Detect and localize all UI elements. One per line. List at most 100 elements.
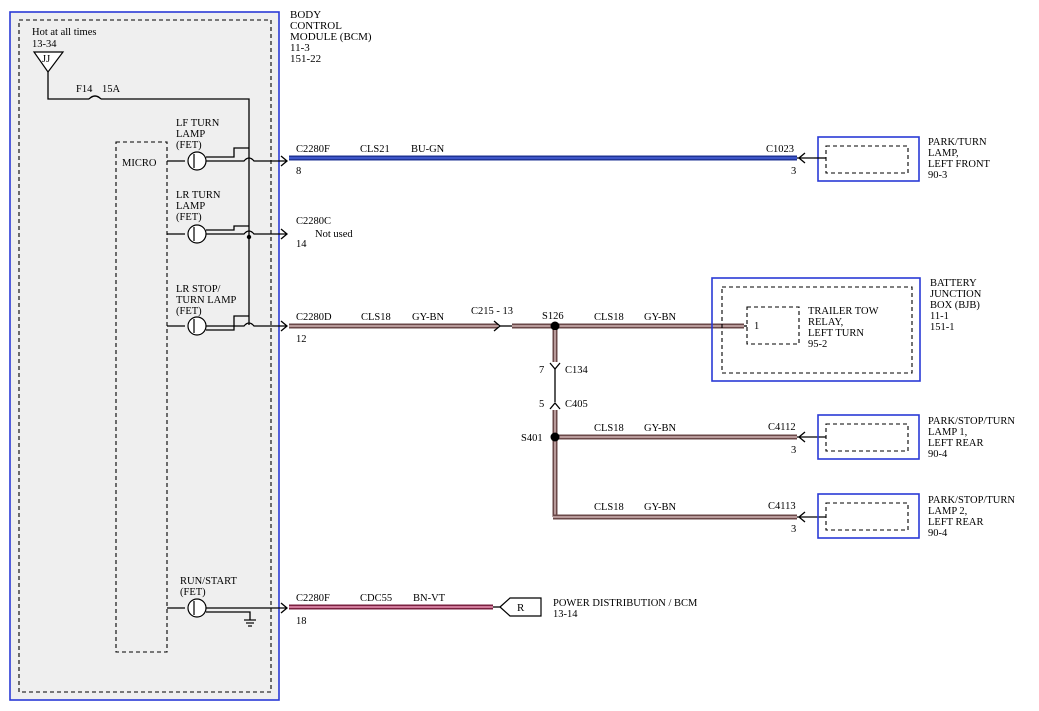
c2280f-18-arrow-icon [280, 602, 289, 614]
lf-connector: C2280F [296, 144, 330, 155]
bcm-title: BODY CONTROL MODULE (BCM) 11-3 151-22 [290, 9, 372, 65]
svg-text:TRAILER TOW: TRAILER TOW [808, 306, 879, 317]
s126-label: S126 [542, 311, 564, 322]
svg-text:(FET): (FET) [176, 306, 202, 317]
power-source-triangle-icon [32, 51, 65, 74]
svg-text:PARK/TURN: PARK/TURN [928, 137, 987, 148]
run-circuit: CDC55 [360, 593, 392, 604]
run-start-fet-label: RUN/START (FET) [180, 576, 237, 598]
fuse-rating: 15A [102, 84, 121, 95]
s401-splice-dot [550, 432, 560, 442]
c405-pin: 5 [539, 399, 544, 410]
svg-text:(FET): (FET) [180, 587, 206, 598]
run-pin: 18 [296, 616, 307, 627]
run-wire-color: BN-VT [413, 593, 446, 604]
rear-lamp-1-label: PARK/STOP/TURN LAMP 1, LEFT REAR 90-4 [928, 416, 1015, 460]
lr-stop-connector: C2280D [296, 312, 332, 323]
lr-stop-wire-color-2: GY-BN [644, 312, 677, 323]
lf-turn-fet-label: LF TURN LAMP (FET) [176, 118, 220, 151]
svg-text:90-3: 90-3 [928, 170, 947, 181]
run-ref-letter: R [517, 602, 525, 614]
svg-text:BODY: BODY [290, 9, 321, 21]
park-turn-lamp-lf-label: PARK/TURN LAMP, LEFT FRONT 90-3 [928, 137, 991, 181]
svg-text:LAMP,: LAMP, [928, 148, 959, 159]
lr-stop-circuit-2: CLS18 [594, 312, 624, 323]
power-distribution-ref-icon [499, 597, 542, 617]
c2280f-8-arrow-icon [280, 155, 289, 167]
svg-text:151-22: 151-22 [290, 53, 321, 65]
lr-stop-wire-color: GY-BN [412, 312, 445, 323]
rear2-wire-color: GY-BN [644, 502, 677, 513]
c134-label: C134 [565, 365, 589, 376]
s126-splice-dot [550, 321, 560, 331]
rear-lamp-2-label: PARK/STOP/TURN LAMP 2, LEFT REAR 90-4 [928, 495, 1015, 539]
c405-label: C405 [565, 399, 588, 410]
fuse-icon [88, 95, 102, 100]
lr-stop-fet-label: LR STOP/ TURN LAMP (FET) [176, 284, 237, 317]
svg-text:LR TURN: LR TURN [176, 190, 221, 201]
svg-text:LEFT REAR: LEFT REAR [928, 517, 984, 528]
svg-text:(FET): (FET) [176, 140, 202, 151]
trailer-tow-relay-label: TRAILER TOW RELAY, LEFT TURN 95-2 [808, 306, 879, 350]
fuse-label: F14 [76, 84, 93, 95]
svg-text:JUNCTION: JUNCTION [930, 289, 982, 300]
hot-connector: JJ [42, 54, 50, 65]
rear1-circuit: CLS18 [594, 423, 624, 434]
svg-text:90-4: 90-4 [928, 449, 948, 460]
svg-text:RELAY,: RELAY, [808, 317, 843, 328]
svg-text:PARK/STOP/TURN: PARK/STOP/TURN [928, 495, 1015, 506]
c2280d-12-arrow-icon [280, 320, 289, 332]
lr-turn-pin: 14 [296, 239, 307, 250]
lf-wire-color: BU-GN [411, 144, 445, 155]
svg-text:BATTERY: BATTERY [930, 278, 977, 289]
lr-turn-note: Not used [315, 229, 353, 240]
power-distribution-label: POWER DISTRIBUTION / BCM 13-14 [553, 598, 698, 620]
svg-text:(FET): (FET) [176, 212, 202, 223]
wire-vertical-rear [552, 330, 797, 520]
svg-text:LEFT FRONT: LEFT FRONT [928, 159, 991, 170]
svg-text:90-4: 90-4 [928, 528, 948, 539]
lr-stop-circuit: CLS18 [361, 312, 391, 323]
svg-text:11-1: 11-1 [930, 311, 949, 322]
lr-stop-pin: 12 [296, 334, 307, 345]
bjb-label: BATTERY JUNCTION BOX (BJB) 11-1 151-1 [930, 278, 982, 333]
svg-text:TURN LAMP: TURN LAMP [176, 295, 237, 306]
svg-text:151-1: 151-1 [930, 322, 955, 333]
micro-label: MICRO [122, 158, 157, 169]
svg-text:LEFT TURN: LEFT TURN [808, 328, 864, 339]
rear-lamp-1-box [817, 414, 920, 460]
c2280c-14-arrow-icon [280, 228, 289, 240]
svg-text:LR STOP/: LR STOP/ [176, 284, 221, 295]
svg-text:LAMP: LAMP [176, 201, 205, 212]
run-connector: C2280F [296, 593, 330, 604]
rear-lamp-2-box [817, 493, 920, 539]
svg-text:LAMP 2,: LAMP 2, [928, 506, 967, 517]
run-start-fet-icon [187, 598, 207, 618]
bcm-power-bus [101, 98, 250, 325]
svg-text:MODULE (BCM): MODULE (BCM) [290, 31, 372, 43]
c134-pin: 7 [539, 365, 544, 376]
svg-text:LAMP 1,: LAMP 1, [928, 427, 967, 438]
lf-end-pin: 3 [791, 166, 796, 177]
lr-turn-connector: C2280C [296, 216, 331, 227]
trailer-tow-relay-box [746, 306, 800, 345]
c215-inline: C215 - 13 [471, 306, 513, 317]
lr-turn-fet-label: LR TURN LAMP (FET) [176, 190, 221, 223]
svg-text:11-3: 11-3 [290, 42, 310, 54]
hot-ref: 13-34 [32, 39, 57, 50]
hot-label: Hot at all times [32, 27, 96, 38]
battery-junction-box [711, 277, 921, 382]
rear2-end-pin: 3 [791, 524, 796, 535]
svg-text:PARK/STOP/TURN: PARK/STOP/TURN [928, 416, 1015, 427]
rear2-circuit: CLS18 [594, 502, 624, 513]
park-turn-lamp-lf-box [817, 136, 920, 182]
lf-end-connector: C1023 [766, 144, 794, 155]
svg-text:RUN/START: RUN/START [180, 576, 237, 587]
lf-turn-fet-icon [187, 151, 207, 171]
svg-text:BOX (BJB): BOX (BJB) [930, 300, 980, 311]
svg-text:CONTROL: CONTROL [290, 20, 342, 32]
s401-label: S401 [521, 433, 543, 444]
svg-text:POWER DISTRIBUTION / BCM: POWER DISTRIBUTION / BCM [553, 598, 698, 609]
lr-stop-fet-icon [187, 316, 207, 336]
